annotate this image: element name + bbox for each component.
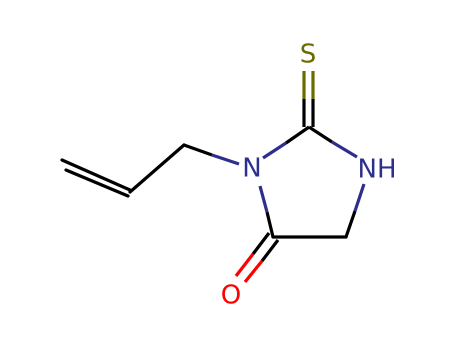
bond-allyl-double-b bbox=[64, 168, 130, 198]
bond-nh-ch2-blue bbox=[353, 183, 366, 212]
bond-c2-nh-blue bbox=[331, 140, 358, 159]
nh-atom-label: NH bbox=[358, 155, 397, 185]
bond-n-c2-black bbox=[285, 125, 310, 145]
bond-co-inner-red bbox=[243, 259, 264, 284]
bond-co-outer-red bbox=[234, 253, 255, 277]
bond-ch2-n-black bbox=[183, 143, 213, 157]
nitrogen-atom-label: N bbox=[242, 154, 261, 184]
bond-co-outer-black bbox=[251, 232, 271, 255]
carbonyl-double-bond bbox=[234, 232, 280, 284]
bond-ch2-n-blue bbox=[211, 153, 240, 166]
bond-c4-n-blue bbox=[258, 185, 269, 213]
bond-nh-ch2-black bbox=[344, 210, 357, 238]
allyl-chain bbox=[60, 143, 240, 198]
bond-n-c2-blue bbox=[262, 141, 287, 160]
thione-double-bond bbox=[302, 71, 315, 127]
bond-c4-n-black bbox=[265, 211, 275, 238]
imidazolidine-ring bbox=[258, 125, 366, 239]
bond-allyl-double-a bbox=[60, 158, 132, 192]
bond-c2-nh-black bbox=[308, 125, 333, 144]
bond-co-inner-black bbox=[260, 239, 280, 262]
sulfur-atom-label: S bbox=[300, 40, 317, 70]
oxygen-atom-label: O bbox=[221, 281, 241, 311]
bond-allyl-single bbox=[128, 143, 186, 194]
